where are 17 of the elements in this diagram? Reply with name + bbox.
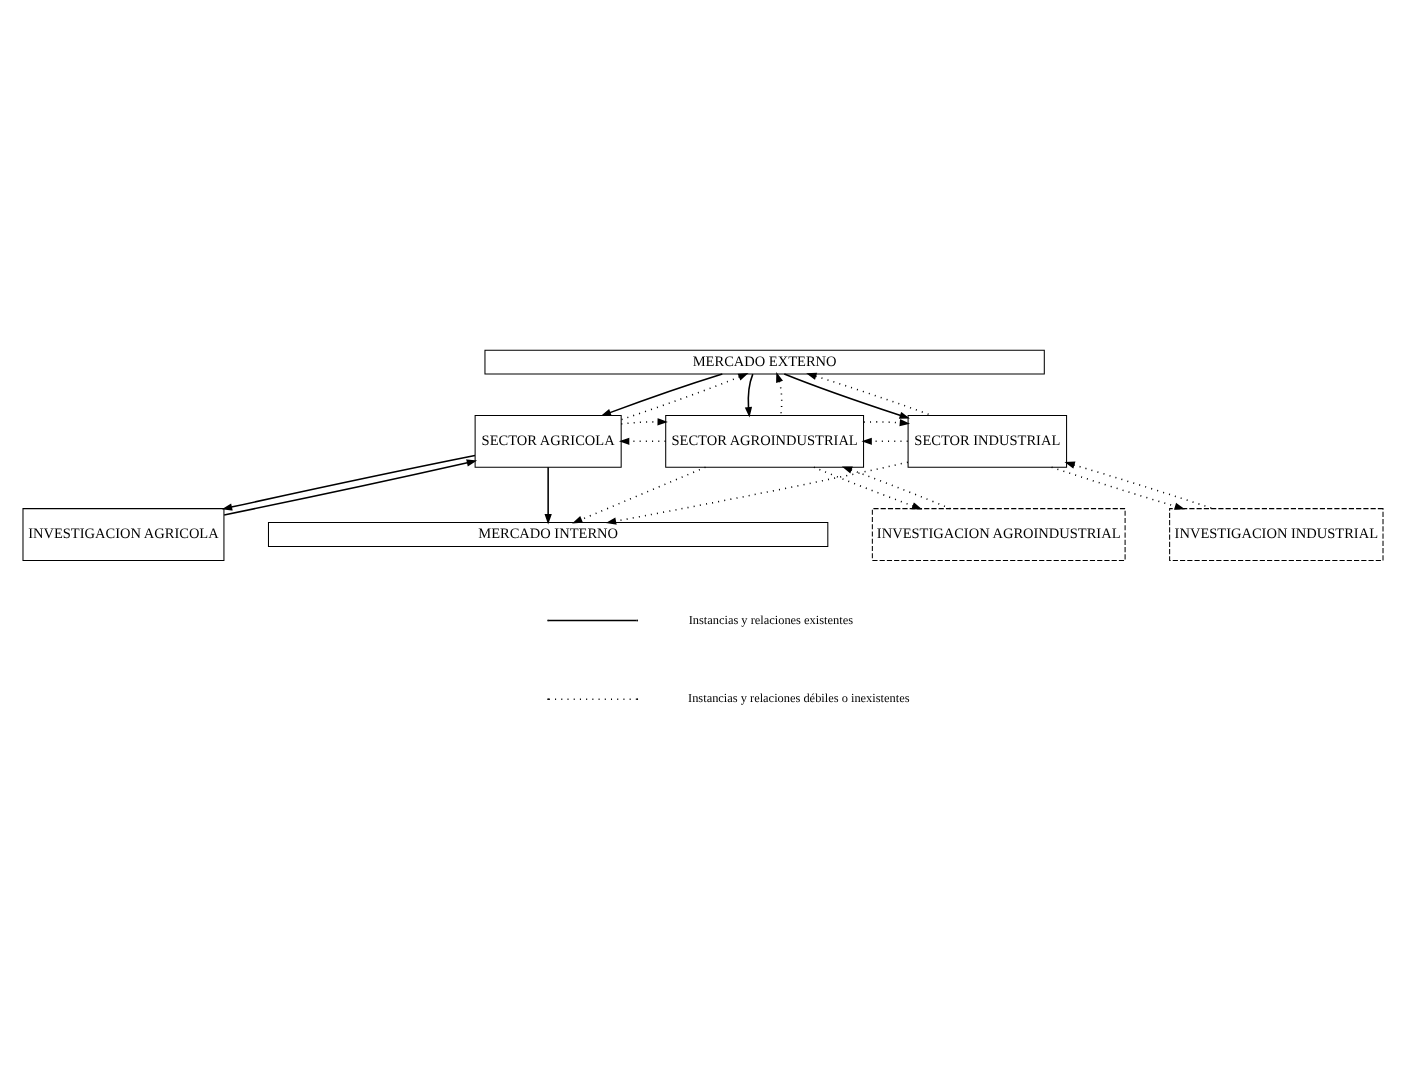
arrow xyxy=(618,436,667,444)
arrow xyxy=(861,436,909,444)
arrow xyxy=(620,372,749,420)
arrow xyxy=(600,372,724,416)
arrow xyxy=(813,465,923,509)
arrow xyxy=(841,465,952,509)
arrow xyxy=(1050,465,1185,509)
arrow xyxy=(863,418,911,426)
arrow xyxy=(744,372,754,417)
arrow xyxy=(572,465,707,523)
arrow xyxy=(605,460,909,524)
arrow xyxy=(620,417,668,425)
arrow xyxy=(776,370,783,415)
arrow xyxy=(1064,460,1214,509)
arrow xyxy=(806,371,933,416)
arrow xyxy=(783,372,910,418)
arrow xyxy=(544,465,552,524)
